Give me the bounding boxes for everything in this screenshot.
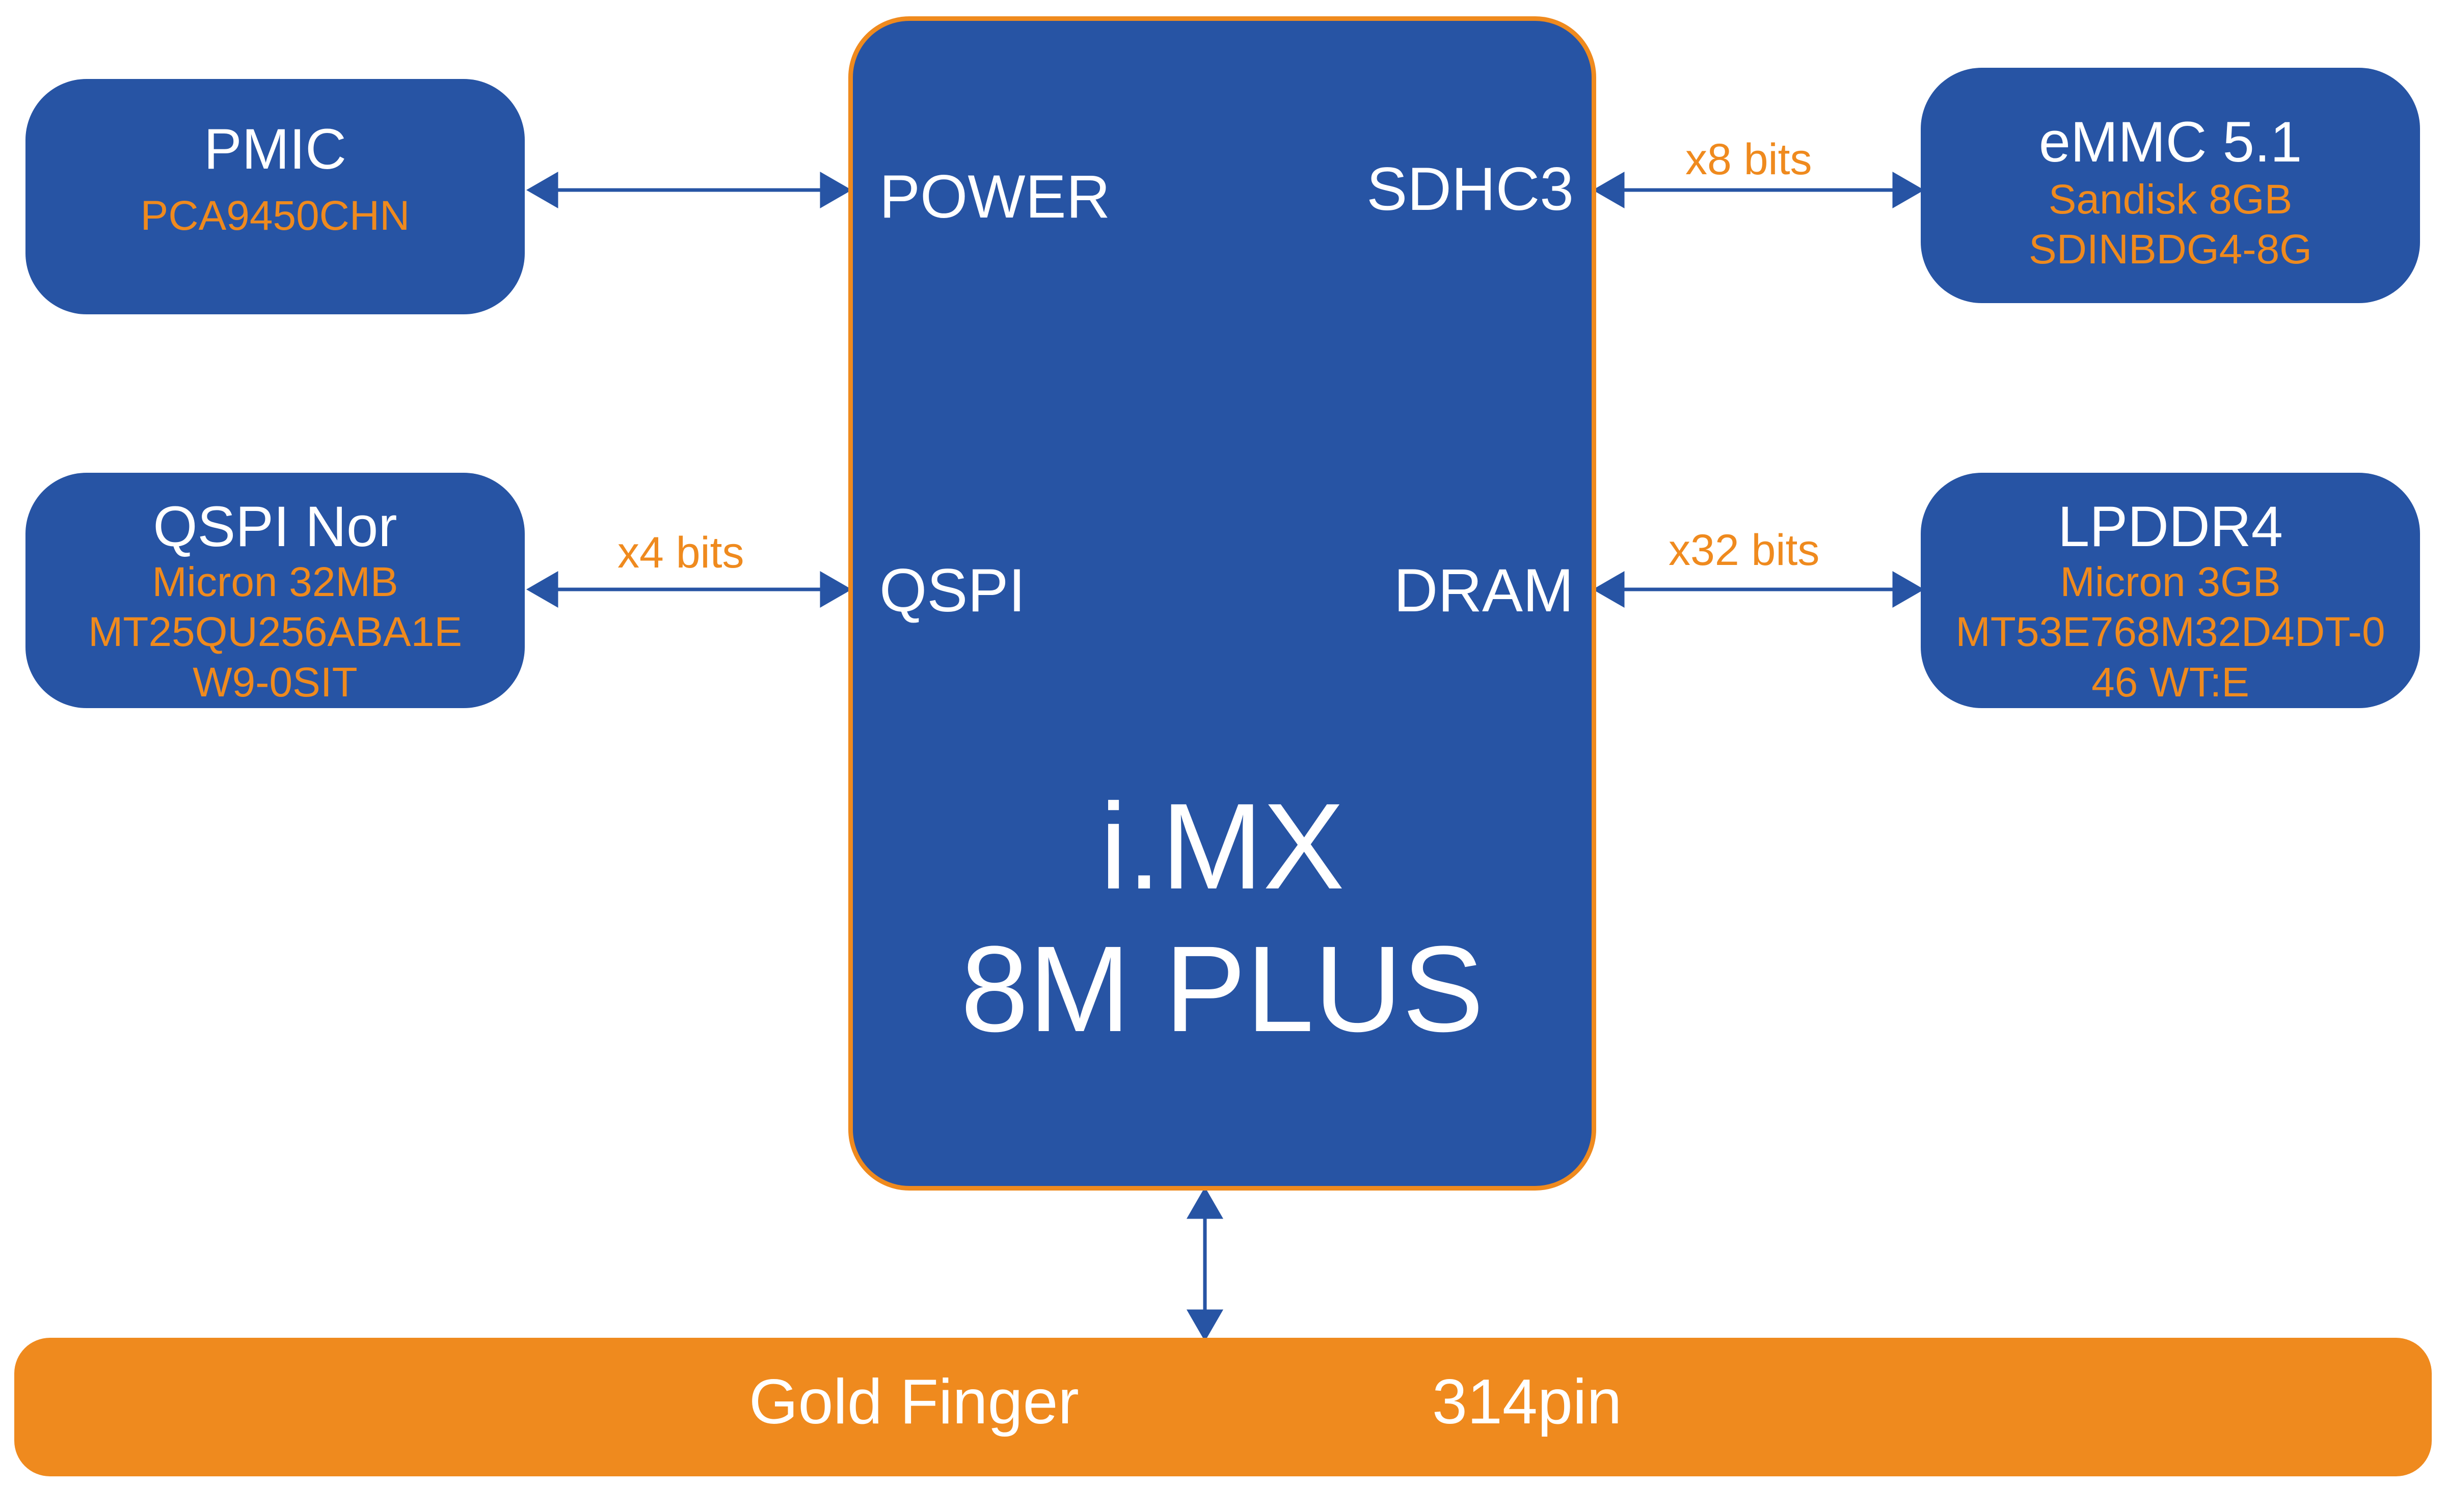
qspi-bits-label: x4 bits — [617, 528, 744, 577]
qspi-nor-line-1: Micron 32MB — [152, 559, 398, 605]
dram-bits-label: x32 bits — [1669, 526, 1820, 575]
lpddr4-line-3: 46 WT:E — [2091, 659, 2249, 706]
cpu-name-line-2: 8M PLUS — [960, 921, 1484, 1057]
emmc-block: eMMC 5.1 Sandisk 8GB SDINBDG4-8G — [1921, 68, 2420, 303]
lpddr4-title: LPDDR4 — [2058, 495, 2283, 558]
port-dram: DRAM — [1393, 556, 1574, 625]
gold-finger-label: Gold Finger — [749, 1367, 1079, 1437]
pmic-title: PMIC — [204, 117, 346, 181]
lpddr4-line-2: MT53E768M32D4DT-0 — [1955, 609, 2385, 656]
port-qspi: QSPI — [879, 556, 1026, 625]
sdhc3-bits-label: x8 bits — [1685, 135, 1812, 184]
cpu-name-line-1: i.MX — [1100, 778, 1345, 914]
lpddr4-block: LPDDR4 Micron 3GB MT53E768M32D4DT-0 46 W… — [1921, 473, 2420, 708]
qspi-nor-title: QSPI Nor — [153, 495, 397, 558]
qspi-nor-line-2: MT25QU256ABA1E — [88, 609, 462, 656]
port-power: POWER — [879, 163, 1111, 231]
qspi-nor-line-3: W9-0SIT — [193, 659, 358, 706]
gold-finger-pins: 314pin — [1432, 1367, 1622, 1437]
gold-finger-bar: Gold Finger 314pin — [14, 1338, 2432, 1476]
emmc-title: eMMC 5.1 — [2038, 110, 2302, 174]
qspi-nor-block: QSPI Nor Micron 32MB MT25QU256ABA1E W9-0… — [25, 473, 525, 708]
cpu-block: POWER QSPI SDHC3 DRAM i.MX 8M PLUS — [848, 16, 1596, 1191]
emmc-line-1: Sandisk 8GB — [2048, 176, 2293, 223]
lpddr4-line-1: Micron 3GB — [2060, 559, 2281, 605]
pmic-block: PMIC PCA9450CHN — [25, 79, 525, 314]
pmic-part: PCA9450CHN — [140, 193, 410, 239]
emmc-line-2: SDINBDG4-8G — [2029, 226, 2312, 273]
port-sdhc3: SDHC3 — [1366, 155, 1574, 223]
